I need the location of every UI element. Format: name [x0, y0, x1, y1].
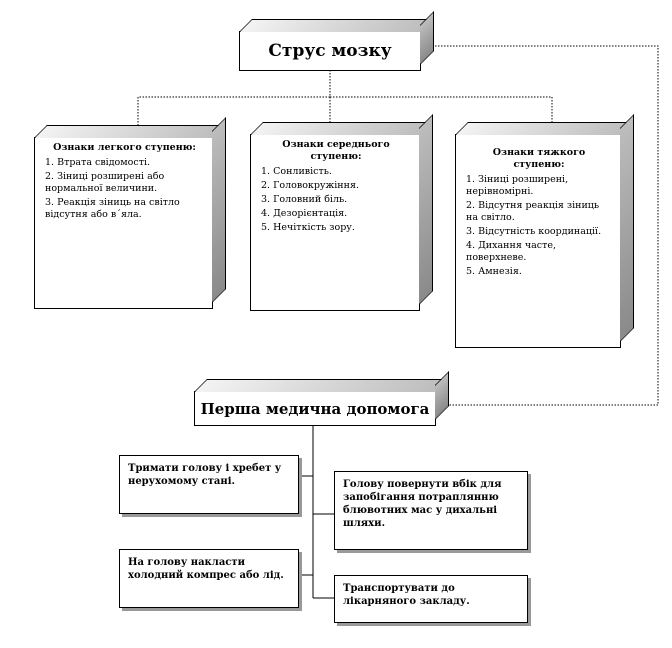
title-box: Струс мозку: [239, 31, 421, 71]
severe-heading: Ознаки тяжкого ступеню:: [492, 147, 586, 170]
moderate-heading: Ознаки середнього ступеню:: [282, 139, 390, 162]
mild-signs-box: Ознаки легкого ступеню: 1. Втрата свідом…: [34, 137, 213, 309]
severe-item: 3. Відсутність координації.: [466, 226, 602, 237]
title-text: Струс мозку: [268, 41, 392, 61]
connector-title-to-first-aid: [420, 45, 659, 406]
aid-step4-box: Транспортувати до лікарняного закладу.: [334, 575, 528, 623]
severe-item: 4. Дихання часте, поверхневе.: [466, 240, 556, 263]
mild-item: 1. Втрата свідомості.: [45, 157, 151, 168]
first-aid-title-box: Перша медична допомога: [194, 391, 436, 426]
aid-step4-text: Транспортувати до лікарняного закладу.: [343, 583, 470, 607]
aid-step1-box: Тримати голову і хребет у нерухомому ста…: [119, 455, 299, 514]
severe-signs-box: Ознаки тяжкого ступеню: 1. Зіниці розшир…: [455, 134, 621, 348]
aid-step2-box: Голову повернути вбік для запобігання по…: [334, 471, 528, 550]
severe-list: 1. Зіниці розширені, нерівномірні. 2. Ві…: [466, 174, 612, 278]
moderate-item: 4. Дезорієнтація.: [261, 208, 348, 219]
aid-step1-text: Тримати голову і хребет у нерухомому ста…: [128, 463, 282, 487]
connector-to-severe: [330, 96, 553, 122]
first-aid-title-text: Перша медична допомога: [200, 399, 430, 418]
severe-item: 1. Зіниці розширені, нерівномірні.: [466, 174, 569, 197]
moderate-item: 3. Головний біль.: [261, 194, 348, 205]
severe-item: 2. Відсутня реакція зіниць на світло.: [466, 200, 600, 223]
mild-item: 2. Зіниці розширені або нормальної велич…: [45, 171, 165, 194]
moderate-signs-box: Ознаки середнього ступеню: 1. Сонливість…: [250, 134, 420, 311]
moderate-item: 2. Головокружіння.: [261, 180, 359, 191]
connector-title-to-levels: [137, 70, 331, 125]
aid-step3-text: На голову накласти холодний компрес або …: [128, 557, 284, 581]
mild-item: 3. Реакція зіниць на світло відсутня або…: [45, 197, 180, 220]
aid-step3-box: На голову накласти холодний компрес або …: [119, 549, 299, 608]
moderate-list: 1. Сонливість. 2. Головокружіння. 3. Гол…: [261, 166, 411, 234]
severe-item: 5. Амнезія.: [466, 266, 522, 277]
mild-list: 1. Втрата свідомості. 2. Зіниці розширен…: [45, 157, 204, 221]
moderate-item: 1. Сонливість.: [261, 166, 332, 177]
aid-step2-text: Голову повернути вбік для запобігання по…: [343, 479, 502, 529]
moderate-item: 5. Нечіткість зору.: [261, 222, 355, 233]
mild-heading: Ознаки легкого ступеню:: [53, 142, 196, 153]
